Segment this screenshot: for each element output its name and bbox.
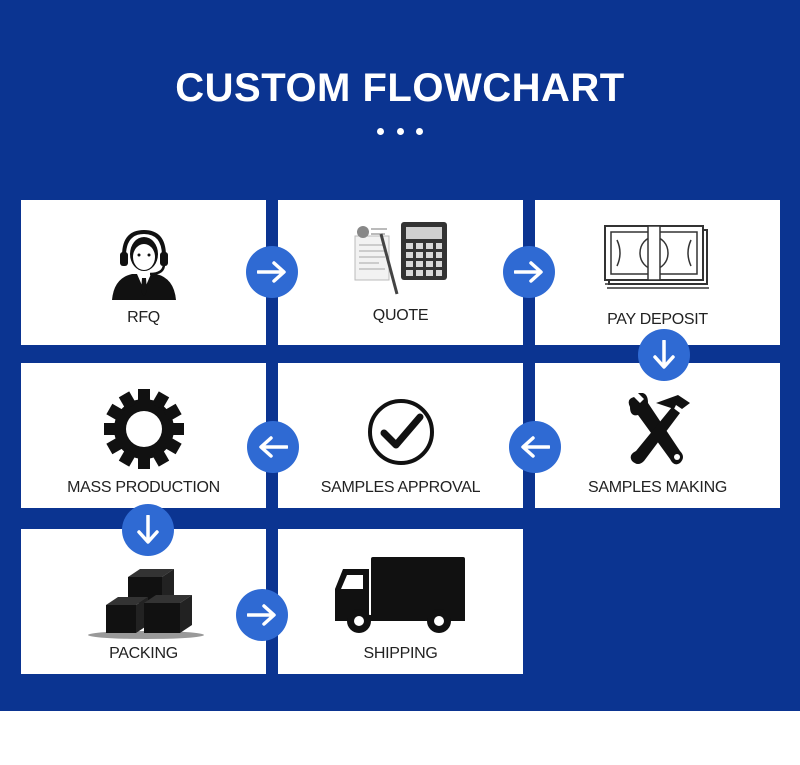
gear-icon [103, 389, 184, 469]
arrow-mass-production-to-packing [122, 504, 174, 556]
boxes-icon [87, 569, 204, 639]
truck-icon [334, 557, 465, 633]
page-title: CUSTOM FLOWCHART [175, 66, 625, 110]
checkmark-circle-icon [367, 399, 434, 465]
banknote-icon [603, 225, 709, 289]
arrow-quote-to-pay-deposit [503, 246, 555, 298]
step-card-pay-deposit: PAY DEPOSIT [535, 200, 780, 345]
arrow-left-icon [521, 436, 550, 458]
step-label: PACKING [109, 645, 178, 662]
arrow-approval-to-mass-production [247, 421, 299, 473]
dot [377, 127, 384, 135]
step-label: PAY DEPOSIT [607, 311, 708, 328]
arrow-packing-to-shipping [236, 589, 288, 641]
step-card-rfq: RFQ [21, 200, 266, 345]
step-label: SHIPPING [363, 645, 438, 662]
arrow-left-icon [259, 436, 288, 458]
headset-agent-icon [111, 229, 176, 300]
step-card-samples-making: SAMPLES MAKING [535, 363, 780, 508]
step-card-quote: QUOTE [278, 200, 523, 345]
step-card-samples-approval: SAMPLES APPROVAL [278, 363, 523, 508]
arrow-down-icon [137, 515, 159, 544]
calculator-document-icon [354, 222, 447, 295]
step-card-mass-production: MASS PRODUCTION [21, 363, 266, 508]
step-label: MASS PRODUCTION [67, 479, 220, 496]
arrow-right-icon [257, 261, 286, 283]
step-label: QUOTE [372, 307, 429, 324]
title-dots [377, 127, 423, 135]
step-label: SAMPLES MAKING [588, 479, 727, 496]
arrow-right-icon [514, 261, 543, 283]
arrow-rfq-to-quote [246, 246, 298, 298]
arrow-pay-deposit-to-samples-making [638, 329, 690, 381]
step-label: RFQ [127, 309, 160, 326]
dot [396, 127, 404, 135]
step-label: SAMPLES APPROVAL [320, 479, 481, 496]
arrow-down-icon [653, 340, 675, 369]
dot [416, 127, 423, 135]
flowchart-panel: CUSTOM FLOWCHART RFQ [0, 0, 800, 711]
arrow-samples-making-to-approval [509, 421, 561, 473]
wrench-hammer-icon [628, 393, 690, 465]
arrow-right-icon [247, 604, 276, 626]
step-card-shipping: SHIPPING [278, 529, 523, 674]
